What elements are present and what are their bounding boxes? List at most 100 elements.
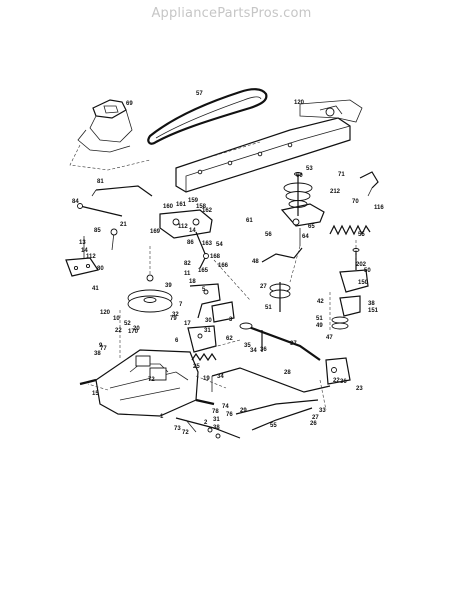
brake-lever — [77, 203, 123, 251]
idler-pulley — [269, 282, 291, 312]
part-callout-32: 32 — [172, 312, 179, 318]
part-callout-39: 39 — [165, 283, 172, 289]
part-callout-84: 84 — [72, 199, 79, 205]
part-callout-2: 2 — [204, 420, 208, 426]
part-callout-49: 49 — [316, 323, 323, 329]
part-callout-80: 80 — [97, 266, 104, 272]
brake-bracket — [187, 325, 217, 353]
part-callout-9: 9 — [99, 343, 103, 349]
part-callout-51: 51 — [265, 305, 272, 311]
tension-spring — [329, 224, 371, 236]
spring-25 — [191, 352, 217, 362]
part-callout-22: 22 — [333, 378, 340, 384]
part-callout-26: 26 — [310, 421, 317, 427]
leader-lines — [87, 240, 357, 411]
part-callout-55: 55 — [358, 232, 365, 238]
transaxle-pulley — [127, 274, 173, 313]
part-callout-13: 13 — [79, 240, 86, 246]
bracket-36 — [325, 357, 351, 385]
part-callout-38: 38 — [213, 425, 220, 431]
spring-bracket-70 — [359, 171, 379, 197]
part-callout-72: 72 — [148, 377, 155, 383]
part-callout-42: 42 — [317, 299, 324, 305]
part-callout-51: 51 — [316, 316, 323, 322]
part-callout-64: 64 — [302, 234, 309, 240]
part-callout-166: 166 — [218, 263, 229, 269]
part-callout-23: 23 — [356, 386, 363, 392]
part-callout-62: 62 — [226, 336, 233, 342]
part-callout-19: 19 — [203, 376, 210, 382]
part-callout-54: 54 — [216, 242, 223, 248]
part-callout-28: 28 — [284, 370, 291, 376]
part-callout-38: 38 — [368, 301, 375, 307]
part-callout-202: 202 — [356, 262, 367, 268]
part-callout-71: 71 — [338, 172, 345, 178]
part-callout-22: 22 — [115, 328, 122, 334]
part-callout-150: 150 — [358, 280, 369, 286]
part-callout-74: 74 — [222, 404, 229, 410]
part-callout-5: 5 — [202, 287, 206, 293]
part-callout-21: 21 — [120, 222, 127, 228]
part-callout-38: 38 — [94, 351, 101, 357]
part-callout-18: 18 — [189, 279, 196, 285]
shift-rod — [91, 185, 153, 197]
part-callout-31: 31 — [204, 328, 211, 334]
part-callout-31: 31 — [213, 417, 220, 423]
part-callout-162: 162 — [202, 208, 213, 214]
part-callout-20: 20 — [133, 326, 140, 332]
cross-shaft — [239, 322, 321, 361]
part-callout-61: 61 — [246, 218, 253, 224]
part-callout-170: 170 — [128, 329, 139, 335]
part-callout-37: 37 — [290, 341, 297, 347]
part-callout-14: 14 — [81, 248, 88, 254]
frame-rail — [175, 99, 363, 193]
part-callout-55: 55 — [270, 423, 277, 429]
part-callout-76: 76 — [226, 412, 233, 418]
part-callout-34: 34 — [217, 374, 224, 380]
shift-bracket — [189, 283, 235, 323]
part-callout-73: 73 — [174, 426, 181, 432]
part-callout-11: 11 — [184, 271, 191, 277]
part-callout-79: 79 — [170, 316, 177, 322]
part-callout-29: 29 — [240, 408, 247, 414]
part-callout-112: 112 — [86, 254, 96, 260]
part-callout-160: 160 — [163, 204, 174, 210]
part-callout-6: 6 — [175, 338, 179, 344]
part-callout-36: 36 — [340, 379, 347, 385]
part-callout-1: 1 — [160, 414, 164, 420]
watermark-text: AppliancePartsPros.com — [151, 6, 312, 21]
part-callout-35: 35 — [244, 343, 251, 349]
dashboard-panel — [69, 99, 151, 171]
part-callout-27: 27 — [260, 284, 267, 290]
part-callout-50: 50 — [364, 268, 371, 274]
part-callout-30: 30 — [205, 318, 212, 324]
link-rod-29 — [235, 399, 319, 415]
part-callout-60: 60 — [296, 173, 303, 179]
part-callout-212: 212 — [330, 189, 341, 195]
part-callout-52: 52 — [124, 321, 131, 327]
part-callout-69: 69 — [126, 101, 133, 107]
part-callout-158: 158 — [196, 204, 207, 210]
part-callout-151: 151 — [368, 308, 379, 314]
part-callout-27: 27 — [312, 415, 319, 421]
part-callout-120: 120 — [294, 100, 305, 106]
engine-pulley — [283, 172, 313, 216]
part-callout-85: 85 — [94, 228, 101, 234]
part-callout-14: 14 — [189, 228, 196, 234]
part-callout-36: 36 — [260, 347, 267, 353]
part-callout-57: 57 — [196, 91, 203, 97]
part-callout-72: 72 — [182, 430, 189, 436]
part-callout-53: 53 — [306, 166, 313, 172]
link-rod-28 — [211, 367, 331, 393]
part-callout-48: 48 — [252, 259, 259, 265]
transaxle-housing — [79, 349, 215, 417]
part-callout-168: 168 — [210, 254, 221, 260]
part-callout-41: 41 — [92, 286, 99, 292]
part-callout-112: 112 — [178, 224, 188, 230]
part-callout-161: 161 — [176, 202, 187, 208]
part-callout-77: 77 — [100, 346, 107, 352]
drive-belt — [147, 88, 268, 145]
part-callout-47: 47 — [326, 335, 333, 341]
